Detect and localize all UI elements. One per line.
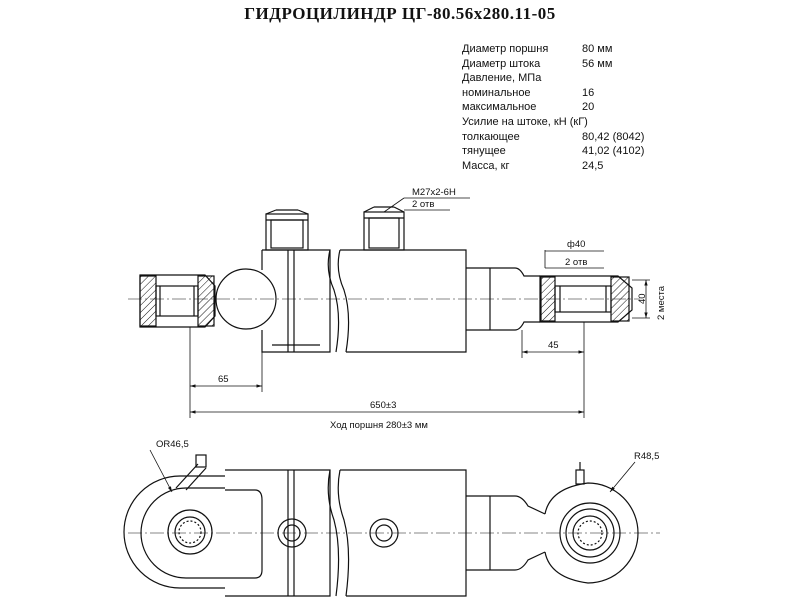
spec-label: тянущее	[462, 145, 506, 158]
spec-row: тянущее 41,02 (4102)	[462, 144, 662, 159]
thread-label: М27х2-6Н	[412, 187, 456, 198]
places-label: 2 места	[656, 285, 667, 320]
spec-label: Масса, кг	[462, 159, 510, 172]
length-label: 650±3	[370, 400, 396, 411]
right-port	[363, 206, 405, 251]
spec-value: 24,5	[582, 159, 604, 172]
spec-label: Диаметр штока	[462, 57, 541, 70]
left-eye	[123, 454, 225, 589]
spec-value: 56 мм	[582, 57, 613, 70]
left-eye-section	[139, 274, 216, 328]
spec-row: Усилие на штоке, кН (кГ)	[462, 115, 662, 130]
spec-value: 20	[582, 101, 595, 114]
dim-45-label: 45	[548, 340, 559, 351]
width-40-label: 40	[637, 293, 648, 304]
cylinder-barrel	[340, 249, 467, 353]
spec-label: Давление, МПа	[462, 72, 542, 85]
spec-label: Усилие на штоке, кН (кГ)	[462, 115, 588, 128]
cylinder-head	[261, 249, 331, 353]
spec-row: номинальное 16	[462, 86, 662, 101]
specifications-table: Диаметр поршня 80 мм Диаметр штока 56 мм Д…	[462, 42, 662, 173]
stroke-label: Ход поршня 280±3 мм	[330, 420, 428, 431]
radius-left-label: ОR46,5	[156, 439, 189, 450]
spec-row: Диаметр поршня 80 мм	[462, 42, 662, 57]
spec-row: Диаметр штока 56 мм	[462, 57, 662, 72]
dim-65-label: 65	[218, 374, 229, 385]
bottom-view	[123, 449, 660, 597]
radius-right-label: R48,5	[634, 451, 659, 462]
dimension-lines	[189, 197, 650, 418]
bore-diameter-label: ф40	[567, 239, 585, 250]
drawing-title: ГИДРОЦИЛИНДР ЦГ-80.56х280.11-05	[244, 4, 556, 23]
right-eye	[544, 462, 639, 584]
spec-value: 41,02 (4102)	[582, 145, 645, 158]
thread-holes-label: 2 отв	[412, 199, 434, 210]
spec-value: 80 мм	[582, 43, 613, 55]
spec-label: толкающее	[462, 130, 520, 143]
spec-label: Диаметр поршня	[462, 43, 549, 55]
spec-row: Масса, кг 24,5	[462, 159, 662, 174]
spec-row: Давление, МПа	[462, 71, 662, 86]
spec-row: максимальное 20	[462, 100, 662, 115]
spec-value: 16	[582, 86, 595, 99]
spec-row: толкающее 80,42 (8042)	[462, 130, 662, 145]
left-port	[265, 209, 309, 251]
spec-value: 80,42 (8042)	[582, 130, 645, 143]
top-view	[128, 206, 640, 353]
spec-label: максимальное	[462, 101, 537, 114]
bore-holes-label: 2 отв	[565, 257, 587, 268]
spec-label: номинальное	[462, 86, 531, 99]
